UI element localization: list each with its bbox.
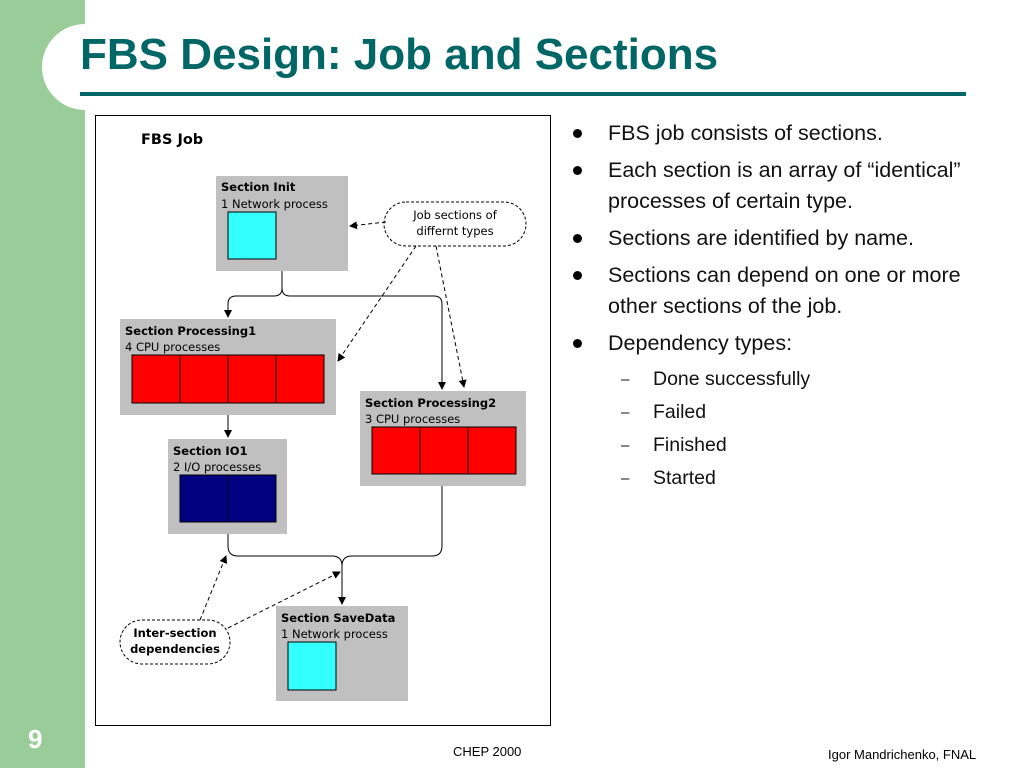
footer-author: Igor Mandrichenko, FNAL <box>828 747 977 762</box>
section-init-desc: 1 Network process <box>221 197 328 211</box>
dash-icon: – <box>621 404 630 421</box>
process-cell <box>131 354 181 404</box>
section-init-processes <box>227 211 277 260</box>
bullet-item: FBS job consists of sections. <box>570 118 990 149</box>
section-processing1: Section Processing1 4 CPU processes <box>120 319 336 415</box>
footer-conference: CHEP 2000 <box>453 744 522 759</box>
sub-bullet-text: Started <box>653 467 716 489</box>
callout-deps-line2: dependencies <box>130 642 220 656</box>
section-init-name: Section Init <box>221 180 296 194</box>
slide-title: FBS Design: Job and Sections <box>80 30 719 79</box>
process-cell <box>467 426 517 475</box>
sub-bullet-text: Done successfully <box>653 368 811 390</box>
bullet-text: FBS job consists of sections. <box>608 121 883 145</box>
process-cell <box>227 354 277 404</box>
bullet-text: Dependency types: <box>608 331 793 355</box>
process-cell <box>287 641 337 691</box>
bullet-dot-icon <box>573 234 582 243</box>
sub-bullet-list: – Done successfully – Failed – Finished – St… <box>608 363 990 495</box>
job-diagram-svg: FBS Job Section Init 1 Network process S… <box>119 132 527 701</box>
sub-bullet-item: – Failed <box>608 396 990 429</box>
sub-bullet-item: – Started <box>608 462 990 495</box>
callout-dependencies: Inter-section dependencies <box>119 555 341 665</box>
slide-number: 9 <box>28 724 43 754</box>
section-processing1-name: Section Processing1 <box>125 324 256 338</box>
dash-icon: – <box>621 371 630 388</box>
dependency-connectors <box>224 271 446 605</box>
bullet-text: Sections can depend on one or more other… <box>608 263 961 318</box>
section-processing2: Section Processing2 3 CPU processes <box>360 391 526 486</box>
bullet-dot-icon <box>573 271 582 280</box>
process-cell <box>227 211 277 260</box>
section-savedata-processes <box>287 641 337 691</box>
bullet-dot-icon <box>573 129 582 138</box>
dash-icon: – <box>621 437 630 454</box>
section-processing1-desc: 4 CPU processes <box>125 340 220 354</box>
callout-deps-line1: Inter-section <box>133 626 216 640</box>
process-cell <box>227 474 277 523</box>
process-cell <box>419 426 469 475</box>
bullet-item: Sections are identified by name. <box>570 223 990 254</box>
sidebar-band <box>0 0 85 768</box>
job-label: FBS Job <box>141 132 203 148</box>
process-cell <box>179 474 229 523</box>
section-io1-processes <box>179 474 277 523</box>
sub-bullet-text: Finished <box>653 434 727 456</box>
section-processing2-desc: 3 CPU processes <box>365 412 460 426</box>
process-cell <box>371 426 421 475</box>
title-underline <box>80 92 966 96</box>
bullet-text: Sections are identified by name. <box>608 226 914 250</box>
bullet-list: FBS job consists of sections. Each secti… <box>570 118 990 501</box>
dash-icon: – <box>621 470 630 487</box>
callout-types-line1: Job sections of <box>412 208 497 222</box>
section-io1-desc: 2 I/O processes <box>173 460 261 474</box>
sub-bullet-text: Failed <box>653 401 707 423</box>
callout-section-types: Job sections of differnt types <box>337 201 527 388</box>
section-savedata: Section SaveData 1 Network process <box>276 606 408 701</box>
bullet-dot-icon <box>573 166 582 175</box>
section-savedata-name: Section SaveData <box>281 611 395 625</box>
bullet-item: Each section is an array of “identical” … <box>570 155 990 217</box>
callout-types-line2: differnt types <box>416 224 493 238</box>
section-processing2-processes <box>371 426 517 475</box>
sub-bullet-item: – Done successfully <box>608 363 990 396</box>
sub-bullet-item: – Finished <box>608 429 990 462</box>
section-processing1-processes <box>131 354 325 404</box>
process-cell <box>179 354 229 404</box>
section-io1-name: Section IO1 <box>173 444 248 458</box>
section-processing2-name: Section Processing2 <box>365 396 496 410</box>
bullet-item: Dependency types: – Done successfully – Fa… <box>570 328 990 495</box>
section-init: Section Init 1 Network process <box>216 176 348 271</box>
job-diagram: FBS Job Section Init 1 Network process S… <box>95 115 551 726</box>
bullet-dot-icon <box>573 339 582 348</box>
bullet-text: Each section is an array of “identical” … <box>608 158 961 213</box>
bullet-item: Sections can depend on one or more other… <box>570 260 990 322</box>
process-cell <box>275 354 325 404</box>
section-io1: Section IO1 2 I/O processes <box>168 439 287 534</box>
section-savedata-desc: 1 Network process <box>281 627 388 641</box>
